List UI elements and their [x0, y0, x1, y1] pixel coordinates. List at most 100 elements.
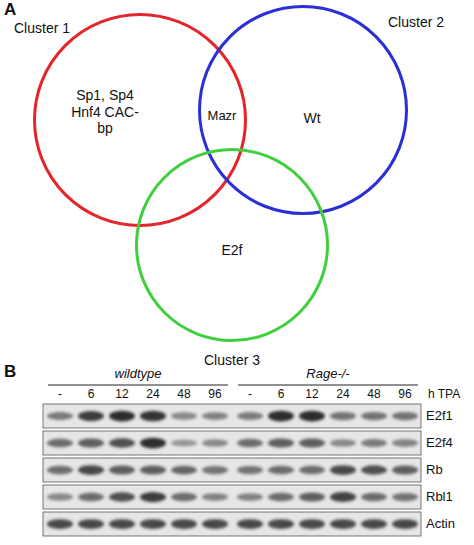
group-rule	[48, 385, 228, 386]
protein-band	[330, 439, 356, 447]
timepoint-label: 48	[367, 387, 380, 401]
group-rule	[238, 385, 418, 386]
timepoint-label: 24	[146, 387, 159, 401]
protein-band	[299, 493, 325, 502]
protein-band	[171, 493, 197, 502]
protein-band	[109, 466, 135, 475]
blot-strip	[43, 458, 421, 482]
protein-band	[47, 412, 73, 420]
timepoint-label: -	[248, 387, 252, 401]
protein-band	[78, 411, 104, 421]
protein-band	[47, 466, 73, 475]
member-list: Sp1, Sp4 Hnf4 CAC-bp	[68, 87, 142, 137]
member-list: Wt	[303, 110, 320, 127]
protein-band	[237, 519, 263, 529]
circle-outline	[35, 15, 246, 226]
overlap-member: Mazr	[208, 108, 237, 124]
blot-strip	[43, 485, 421, 509]
protein-band	[361, 465, 387, 475]
protein-label: E2f4	[426, 435, 453, 451]
protein-band	[237, 412, 263, 420]
protein-label: Rbl1	[426, 489, 453, 505]
protein-band	[361, 519, 387, 529]
protein-band	[109, 411, 135, 422]
protein-band	[140, 492, 166, 502]
protein-band	[268, 439, 294, 448]
timepoint-label: 12	[115, 387, 128, 401]
protein-band	[78, 439, 104, 448]
protein-band	[330, 465, 356, 475]
timepoint-label: -	[58, 387, 62, 401]
protein-band	[392, 466, 418, 475]
protein-band	[237, 466, 263, 474]
protein-band	[202, 439, 228, 447]
timepoint-label: 12	[305, 387, 318, 401]
protein-band	[202, 412, 228, 420]
protein-band	[268, 466, 294, 475]
timepoint-label: 48	[177, 387, 190, 401]
axis-unit: h TPA	[428, 387, 460, 401]
protein-band	[78, 465, 104, 475]
protein-band	[299, 466, 325, 475]
cluster-title: Cluster 3	[204, 352, 260, 369]
protein-band	[171, 412, 197, 420]
protein-band	[47, 493, 73, 501]
protein-band	[171, 440, 197, 447]
blot-strip	[43, 512, 421, 536]
protein-band	[78, 493, 104, 502]
protein-band	[140, 519, 166, 529]
protein-band	[202, 519, 228, 529]
timepoint-label: 96	[208, 387, 221, 401]
cluster-title: Cluster 1	[14, 20, 70, 37]
protein-band	[361, 493, 387, 502]
protein-band	[202, 493, 228, 501]
protein-band	[109, 492, 135, 502]
protein-label: E2f1	[426, 408, 453, 424]
protein-band	[299, 411, 325, 422]
protein-band	[268, 411, 294, 422]
protein-label: Actin	[426, 516, 455, 532]
protein-band	[361, 439, 387, 447]
panel-letter: B	[4, 362, 16, 382]
timepoint-label: 6	[88, 387, 95, 401]
protein-band	[392, 439, 418, 447]
protein-band	[237, 493, 263, 501]
circle-outline	[137, 150, 328, 341]
protein-band	[330, 412, 356, 420]
protein-band	[392, 519, 418, 529]
blot-strip	[43, 404, 421, 428]
protein-band	[330, 492, 356, 502]
cluster-circle: Cluster 3E2f	[135, 148, 329, 342]
protein-band	[47, 519, 73, 529]
protein-band	[171, 519, 197, 529]
protein-band	[109, 438, 135, 448]
protein-band	[140, 466, 166, 475]
protein-band	[361, 412, 387, 420]
timepoint-label: 24	[336, 387, 349, 401]
protein-band	[392, 412, 418, 420]
timepoint-label: 6	[278, 387, 285, 401]
timepoint-label: 96	[398, 387, 411, 401]
panel-letter: A	[4, 0, 16, 20]
protein-band	[330, 519, 356, 529]
protein-band	[109, 519, 135, 529]
protein-band	[268, 493, 294, 502]
protein-band	[47, 439, 73, 448]
protein-band	[78, 519, 104, 529]
protein-band	[237, 439, 263, 448]
protein-band	[392, 493, 418, 501]
protein-band	[268, 519, 294, 529]
protein-band	[299, 519, 325, 529]
blot-strip	[43, 431, 421, 455]
member-list: E2f	[221, 242, 242, 259]
cluster-title: Cluster 2	[388, 14, 444, 31]
protein-band	[299, 439, 325, 448]
protein-band	[202, 466, 228, 474]
protein-label: Rb	[426, 462, 443, 478]
protein-band	[140, 438, 166, 449]
protein-band	[140, 411, 166, 422]
group-label: Rage-/-	[306, 366, 349, 382]
protein-band	[171, 466, 197, 475]
group-label: wildtype	[115, 366, 162, 382]
